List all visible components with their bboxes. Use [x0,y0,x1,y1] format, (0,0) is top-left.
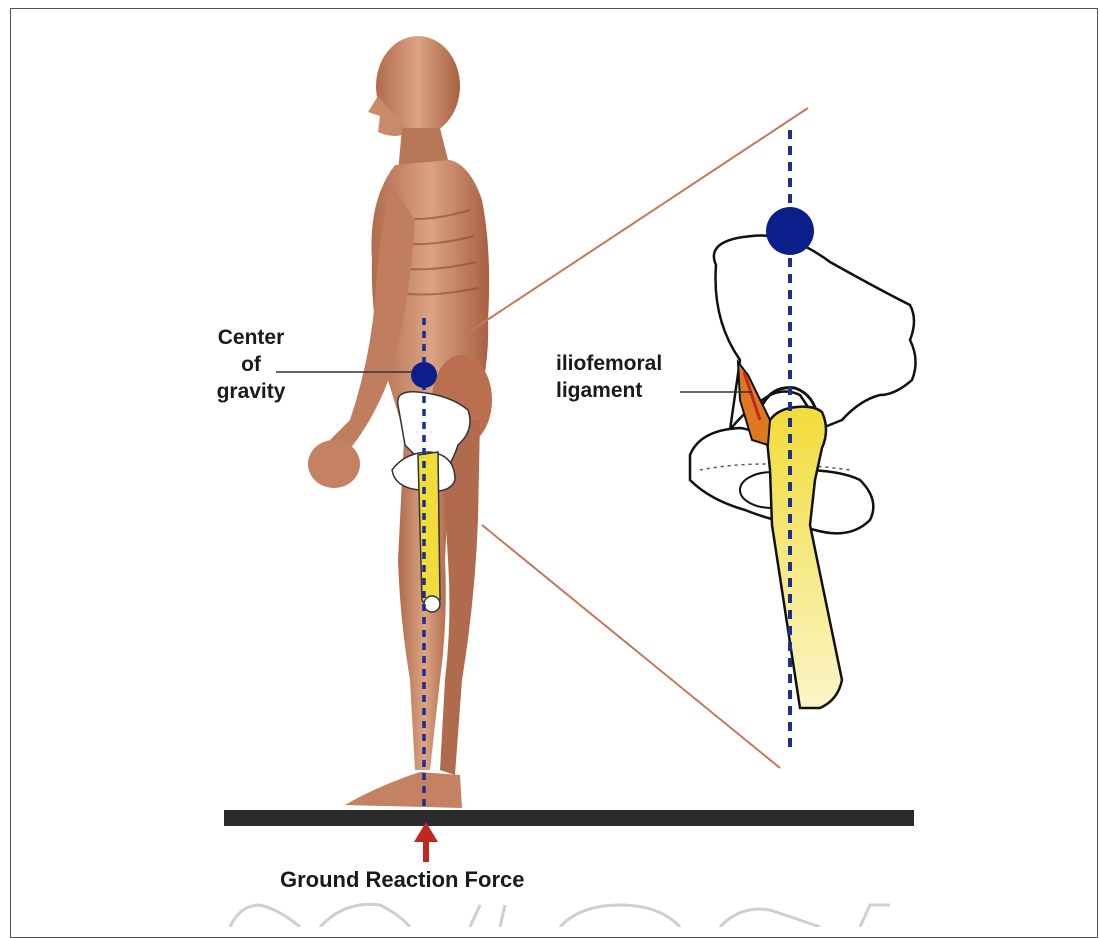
enlarged-hip-detail [690,236,916,708]
center-of-gravity-label: Center of gravity [196,324,306,405]
small-femur [418,452,440,612]
feet [345,772,462,808]
cog-label-line-1: Center [196,324,306,351]
watermark-pattern [230,904,890,927]
zoom-line-bottom [482,525,780,768]
human-body-figure [308,36,492,808]
iliofemoral-ligament-label: iliofemoral ligament [556,350,696,404]
detail-cog-dot [766,207,814,255]
ground-reaction-force-label: Ground Reaction Force [280,866,524,893]
cog-label-line-2: of [196,351,306,378]
fist [308,440,360,488]
cog-label-line-3: gravity [196,378,306,405]
ground-reaction-arrow [414,822,438,862]
ground-bar [224,810,914,826]
center-of-gravity-dot [411,362,437,388]
lig-label-line-1: iliofemoral [556,350,696,377]
lig-label-line-2: ligament [556,377,696,404]
enlarged-femur [766,407,842,708]
